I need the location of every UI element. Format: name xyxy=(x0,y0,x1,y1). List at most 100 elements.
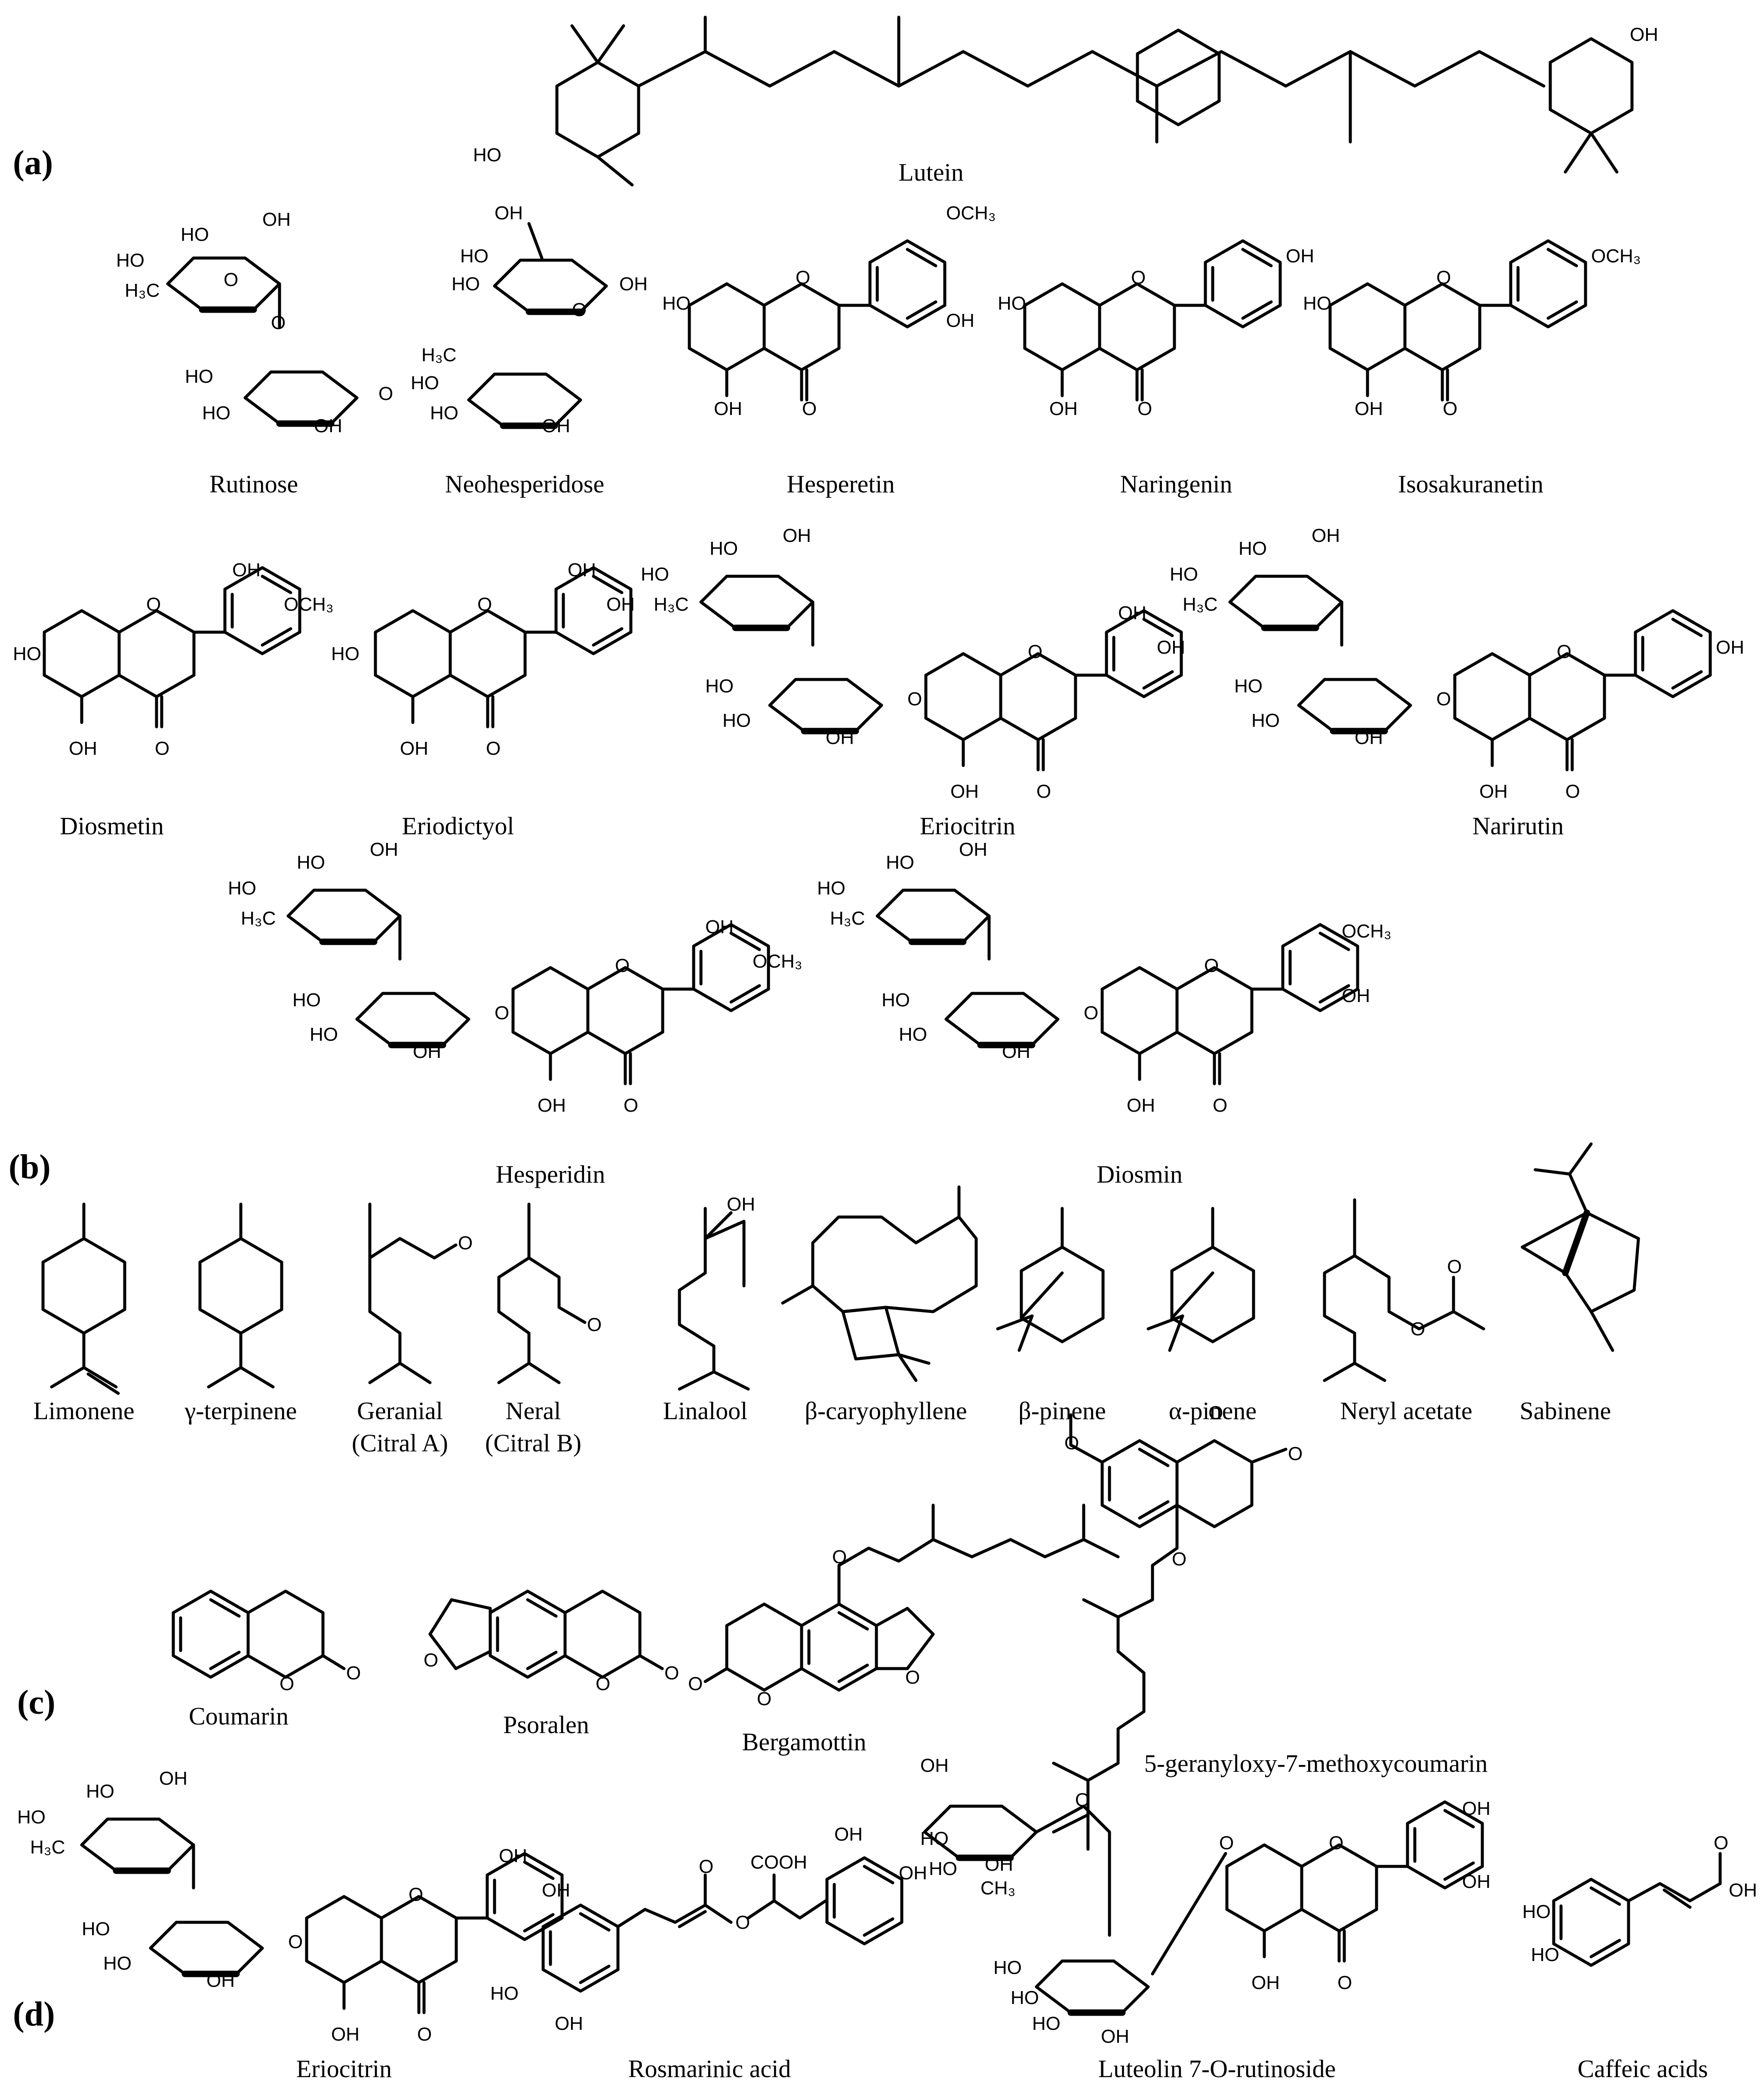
structure-lutein: HO OH xyxy=(473,15,1658,187)
svg-text:OCH₃: OCH₃ xyxy=(753,951,802,972)
svg-text:O: O xyxy=(1084,1002,1098,1024)
svg-text:OCH₃: OCH₃ xyxy=(1591,246,1641,267)
svg-text:OH: OH xyxy=(1342,985,1370,1006)
svg-text:HO: HO xyxy=(722,710,751,731)
label-neral-alt: (Citral B) xyxy=(485,1429,581,1457)
structure-naringenin: HO O OH O OH xyxy=(998,241,1314,419)
structure-neryl-acetate: O O xyxy=(1323,1198,1485,1382)
svg-text:O: O xyxy=(458,1233,473,1254)
svg-text:O: O xyxy=(688,1673,703,1694)
svg-text:OH: OH xyxy=(262,209,291,230)
svg-text:O: O xyxy=(1337,1972,1352,1993)
svg-text:HO: HO xyxy=(430,403,458,424)
svg-text:H₃C: H₃C xyxy=(830,908,865,929)
svg-text:O: O xyxy=(378,383,393,404)
svg-text:OH: OH xyxy=(714,398,742,419)
label-geranial-alt: (Citral A) xyxy=(352,1429,448,1457)
svg-text:HO: HO xyxy=(310,1024,338,1045)
label-linalool: Linalool xyxy=(663,1397,748,1425)
svg-text:OH: OH xyxy=(950,781,979,802)
svg-text:HO: HO xyxy=(17,1807,46,1828)
svg-text:HO: HO xyxy=(882,990,910,1011)
structure-neohesperidose: OH HO HO OH H₃C HO HO OH O xyxy=(411,203,648,436)
svg-text:OH: OH xyxy=(495,203,523,224)
structure-hesperidin: OH HO HO H₃C HO HO OH O O OH O OH OCH₃ xyxy=(228,839,802,1116)
panel-label-d: (d) xyxy=(13,1995,55,2033)
svg-text:O: O xyxy=(346,1663,361,1684)
svg-text:O: O xyxy=(802,398,817,419)
structure-caryophyllene xyxy=(781,1185,978,1382)
svg-text:OH: OH xyxy=(413,1041,441,1062)
label-bergamottin: Bergamottin xyxy=(742,1728,867,1756)
svg-text:HO: HO xyxy=(1234,676,1263,697)
svg-text:O: O xyxy=(409,1884,423,1905)
structure-luteolin-rutinoside: OH HO HO OH CH₃ O HO HO HO OH O O OH O O… xyxy=(920,1755,1490,2047)
structure-narirutin: OH HO HO H₃C HO HO OH O O OH O OH xyxy=(1170,525,1744,802)
label-sabinene: Sabinene xyxy=(1520,1397,1611,1425)
svg-text:OH: OH xyxy=(1479,781,1508,802)
svg-text:O: O xyxy=(424,1650,438,1671)
svg-text:HO: HO xyxy=(1522,1901,1551,1922)
label-gamma-terpinene: γ-terpinene xyxy=(184,1397,297,1425)
structure-eriocitrin-d: OH HO HO H₃C HO HO OH O O OH O OH OH xyxy=(17,1768,570,2045)
svg-text:H₃C: H₃C xyxy=(125,280,160,301)
label-caffeic: Caffeic acids xyxy=(1577,2055,1708,2081)
svg-text:OH: OH xyxy=(920,1755,949,1776)
svg-text:OH: OH xyxy=(1462,1871,1490,1892)
svg-text:O: O xyxy=(1213,1095,1227,1116)
svg-text:O: O xyxy=(757,1688,771,1709)
svg-text:OH: OH xyxy=(568,559,596,581)
svg-text:O: O xyxy=(1028,641,1042,662)
structure-caffeic-acid: O OH HO HO xyxy=(1522,1832,1757,1965)
structure-isosakuranetin: HO O OH O OCH₃ xyxy=(1303,241,1641,419)
structure-alpha-pinene xyxy=(1146,1207,1254,1352)
svg-text:OH: OH xyxy=(619,274,648,295)
label-neral: Neral xyxy=(506,1397,561,1425)
structure-coumarin: O O xyxy=(173,1589,361,1694)
svg-text:O: O xyxy=(572,299,587,320)
svg-text:OH: OH xyxy=(1355,398,1383,419)
svg-text:O: O xyxy=(796,267,810,288)
structure-bergamottin: O O O O xyxy=(688,1503,1120,1709)
svg-text:O: O xyxy=(735,1912,750,1933)
svg-text:O: O xyxy=(1447,1256,1462,1277)
svg-text:O: O xyxy=(664,1663,679,1684)
svg-text:OH: OH xyxy=(606,594,635,615)
svg-text:HO: HO xyxy=(297,852,325,873)
svg-text:OH: OH xyxy=(542,1880,570,1901)
svg-text:HO: HO xyxy=(292,990,321,1011)
svg-text:O: O xyxy=(1565,781,1580,802)
svg-text:HO: HO xyxy=(1011,1987,1039,2008)
svg-text:O: O xyxy=(596,1673,610,1694)
structure-limonene xyxy=(43,1202,125,1395)
svg-text:O: O xyxy=(1288,1443,1303,1464)
label-narirutin: Narirutin xyxy=(1472,812,1564,840)
svg-text:H₃C: H₃C xyxy=(241,908,276,929)
panel-label-b: (b) xyxy=(9,1148,51,1186)
svg-text:OH: OH xyxy=(232,559,261,581)
svg-text:OH: OH xyxy=(985,1854,1013,1875)
svg-text:OH: OH xyxy=(499,1845,527,1866)
svg-text:OH: OH xyxy=(899,1863,927,1884)
label-hesperetin: Hesperetin xyxy=(787,470,894,498)
svg-text:HO: HO xyxy=(185,366,213,387)
label-neryl-acetate: Neryl acetate xyxy=(1340,1397,1472,1425)
svg-text:HO: HO xyxy=(641,564,669,585)
svg-text:OH: OH xyxy=(959,839,987,860)
panel-label-a: (a) xyxy=(13,144,53,182)
svg-text:O: O xyxy=(271,312,286,333)
svg-text:O: O xyxy=(155,738,169,759)
svg-text:HO: HO xyxy=(929,1858,957,1879)
svg-text:HO: HO xyxy=(116,250,144,271)
svg-text:HO: HO xyxy=(1238,538,1267,559)
svg-text:HO: HO xyxy=(899,1024,927,1045)
svg-text:OH: OH xyxy=(206,1970,235,1991)
svg-text:HO: HO xyxy=(13,643,41,664)
svg-text:O: O xyxy=(224,269,238,290)
svg-text:OH: OH xyxy=(400,738,428,759)
svg-text:HO: HO xyxy=(998,293,1026,314)
label-eriocitrin-d: Eriocitrin xyxy=(296,2055,392,2081)
svg-text:OH: OH xyxy=(727,1194,755,1215)
svg-text:O: O xyxy=(624,1095,638,1116)
structure-rutinose: OH HO HO H₃C O O HO HO OH O xyxy=(116,209,393,436)
